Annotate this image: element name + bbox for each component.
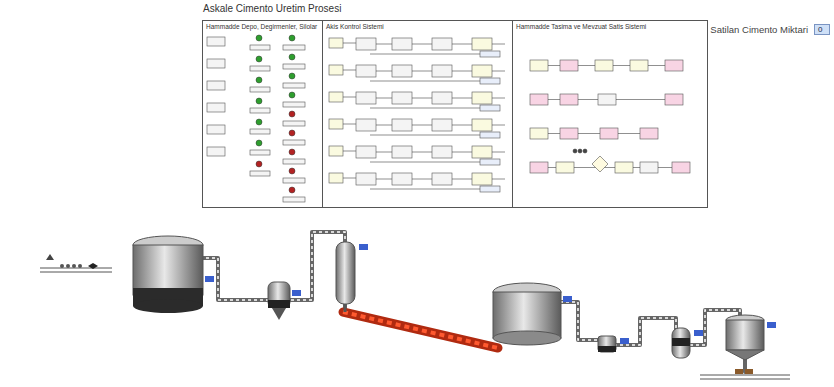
model-panel: Hammadde Depo, Degirmenler, Silolar [202, 20, 323, 208]
counter-display: Satilan Cimento Miktari 0 [710, 24, 830, 35]
panel-heading: Hammadde Depo, Degirmenler, Silolar [203, 21, 322, 32]
diagram-title: Askale Cimento Uretim Prosesi [203, 3, 341, 14]
panel-heading: Akis Kontrol Sistemi [323, 21, 512, 32]
model-panel: Akis Kontrol Sistemi [322, 20, 513, 208]
counter-label: Satilan Cimento Miktari [710, 24, 808, 35]
counter-value: 0 [814, 24, 830, 35]
panel-heading: Hammadde Tasima ve Mevzuat Satis Sistemi [513, 21, 707, 32]
model-panel: Hammadde Tasima ve Mevzuat Satis Sistemi [512, 20, 708, 208]
